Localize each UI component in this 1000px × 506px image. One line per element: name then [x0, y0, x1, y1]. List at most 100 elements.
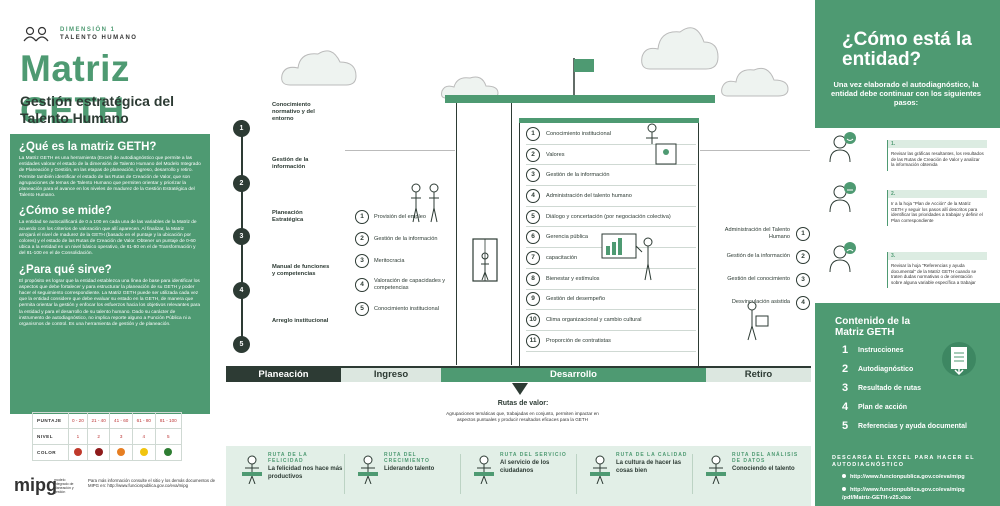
planeacion-step-label: Planeación Estratégica: [272, 210, 304, 223]
desarrollo-item-number: 9: [526, 292, 540, 307]
right-step-1: 1. Revisar las gráficas resultantes, los…: [887, 140, 987, 171]
ruta-tag: RUTA DEL CRECIMIENTO: [384, 452, 430, 464]
speaker-podium-icon: [646, 123, 677, 165]
desarrollo-item-number: 7: [526, 250, 540, 265]
ruta-divider: [692, 454, 693, 494]
dimension-line1: DIMENSIÓN 1: [60, 27, 116, 33]
planeacion-step-label: Arreglo institucional: [272, 318, 329, 324]
desarrollo-item-label: Valores: [546, 151, 565, 158]
scale-nivel: 1: [68, 428, 88, 445]
scale-puntaje: 81 - 100: [154, 412, 183, 429]
person-leaving-icon: [747, 301, 769, 341]
ingreso-item-label: Provisión del empleo: [374, 213, 426, 220]
desarrollo-item-number: 1: [526, 126, 540, 141]
presentation-icon: [601, 233, 653, 281]
ingreso-item-label: Conocimiento institucional: [374, 305, 439, 312]
ingreso-item-number: 4: [355, 278, 369, 292]
scale-nivel: 5: [154, 428, 183, 445]
right-step-text: Ir a la hoja "Plan de Acción" de la Matr…: [891, 201, 983, 223]
contenido-item-number: 3: [842, 382, 849, 394]
building-roof: [445, 95, 715, 103]
contenido-item-label: Plan de acción: [858, 403, 908, 411]
desarrollo-item-number: 10: [526, 313, 540, 328]
ingreso-item-label: Meritocracia: [374, 257, 405, 264]
ingreso-item-number: 3: [355, 254, 369, 268]
footer-note: Para más información consulte el sitio y…: [88, 478, 216, 489]
ruta-person-icon: [590, 455, 610, 484]
elevator-icon: [472, 238, 498, 282]
desarrollo-item-label: Bienestar y estímulos: [546, 275, 600, 282]
ruta-quote: Conociendo el talento: [732, 466, 795, 472]
color-dot: [73, 448, 82, 456]
stairs-left: [345, 150, 455, 362]
download-link-2-text[interactable]: http://www.funcionpublica.gov.co/eva/mip…: [850, 487, 965, 493]
scale-label-puntaje: PUNTAJE: [32, 412, 69, 429]
q3-text: El propósito es lograr que la entidad es…: [19, 278, 201, 328]
planeacion-step-label: Conocimiento normativo y del entorno: [272, 102, 315, 122]
document-icon: [942, 342, 976, 376]
page-subtitle: Gestión estratégica del Talento Humano: [20, 93, 175, 126]
download-link-2b[interactable]: /pdf/Matriz-GETH-v25.xlsx: [842, 495, 911, 502]
desarrollo-item-label: Conocimiento institucional: [546, 130, 611, 137]
ingreso-item: 3 Meritocracia: [355, 250, 455, 272]
ingreso-item-number: 2: [355, 232, 369, 246]
scale-nivel: 3: [109, 428, 133, 445]
phase-ingreso: Ingreso: [341, 368, 441, 382]
scale-label-color: COLOR: [32, 444, 69, 461]
ingreso-item-number: 5: [355, 302, 369, 316]
desarrollo-item-label: Gestión del desempeño: [546, 296, 606, 303]
planeacion-step-label: Gestión de la información: [272, 157, 309, 170]
cloud-icon: [641, 27, 719, 70]
cloud-icon: [441, 76, 499, 99]
happy-face-icon: [829, 132, 856, 163]
desarrollo-item-number: 4: [526, 188, 540, 203]
planeacion-step-number: 4: [233, 282, 250, 299]
retiro-item-number: 3: [796, 272, 810, 287]
ingreso-item: 5 Conocimiento institucional: [355, 298, 455, 320]
desarrollo-tower: [519, 118, 699, 366]
desarrollo-item-label: Gestión de la información: [546, 172, 610, 179]
bullet-icon: [842, 474, 846, 478]
rutas-title: Rutas de valor:: [497, 400, 549, 407]
desarrollo-item-number: 5: [526, 209, 540, 224]
desarrollo-item: 9 Gestión del desempeño: [526, 290, 696, 311]
page-title: Matriz GETH: [20, 48, 130, 131]
download-link-2[interactable]: http://www.funcionpublica.gov.co/eva/mip…: [842, 487, 965, 494]
contenido-item-label: Autodiagnóstico: [858, 365, 914, 373]
right-step-2: 2. Ir a la hoja "Plan de Acción" de la M…: [887, 190, 987, 227]
download-link-2b-text[interactable]: /pdf/Matriz-GETH-v25.xlsx: [842, 495, 912, 501]
retiro-item-label: Administración del Talento Humano: [724, 226, 790, 240]
download-link-1-text[interactable]: http://www.funcionpublica.gov.co/eva/mip…: [850, 474, 965, 480]
people-icon: [23, 26, 49, 42]
desarrollo-item-number: 2: [526, 147, 540, 162]
desarrollo-item: 2 Valores: [526, 145, 696, 166]
planeacion-step-label: Manual de funciones y competencias: [272, 264, 330, 277]
color-dot: [94, 448, 103, 456]
elevator-tower: [456, 103, 512, 365]
ruta-tag: RUTA DEL ANÁLISIS DE DATOS: [732, 452, 799, 464]
info-box: ¿Qué es la matriz GETH? La Matriz GETH e…: [10, 134, 210, 414]
dimension-line2: TALENTO HUMANO: [60, 35, 138, 41]
stairs-right: [700, 150, 810, 362]
desarrollo-item-number: 8: [526, 271, 540, 286]
q3-title: ¿Para qué sirve?: [19, 263, 112, 276]
right-step-3: 3. Revisar la hoja "Referencias y ayuda …: [887, 252, 987, 289]
download-link-1[interactable]: http://www.funcionpublica.gov.co/eva/mip…: [842, 474, 965, 481]
arrow-down-icon: [512, 383, 528, 395]
color-dot: [117, 448, 126, 456]
q1-text: La Matriz GETH es una herramienta (Excel…: [19, 156, 201, 199]
dimension-tag: DIMENSIÓN 1 TALENTO HUMANO: [60, 26, 137, 42]
desarrollo-item: 1 Conocimiento institucional: [526, 124, 696, 145]
q1-title: ¿Qué es la matriz GETH?: [19, 141, 157, 153]
